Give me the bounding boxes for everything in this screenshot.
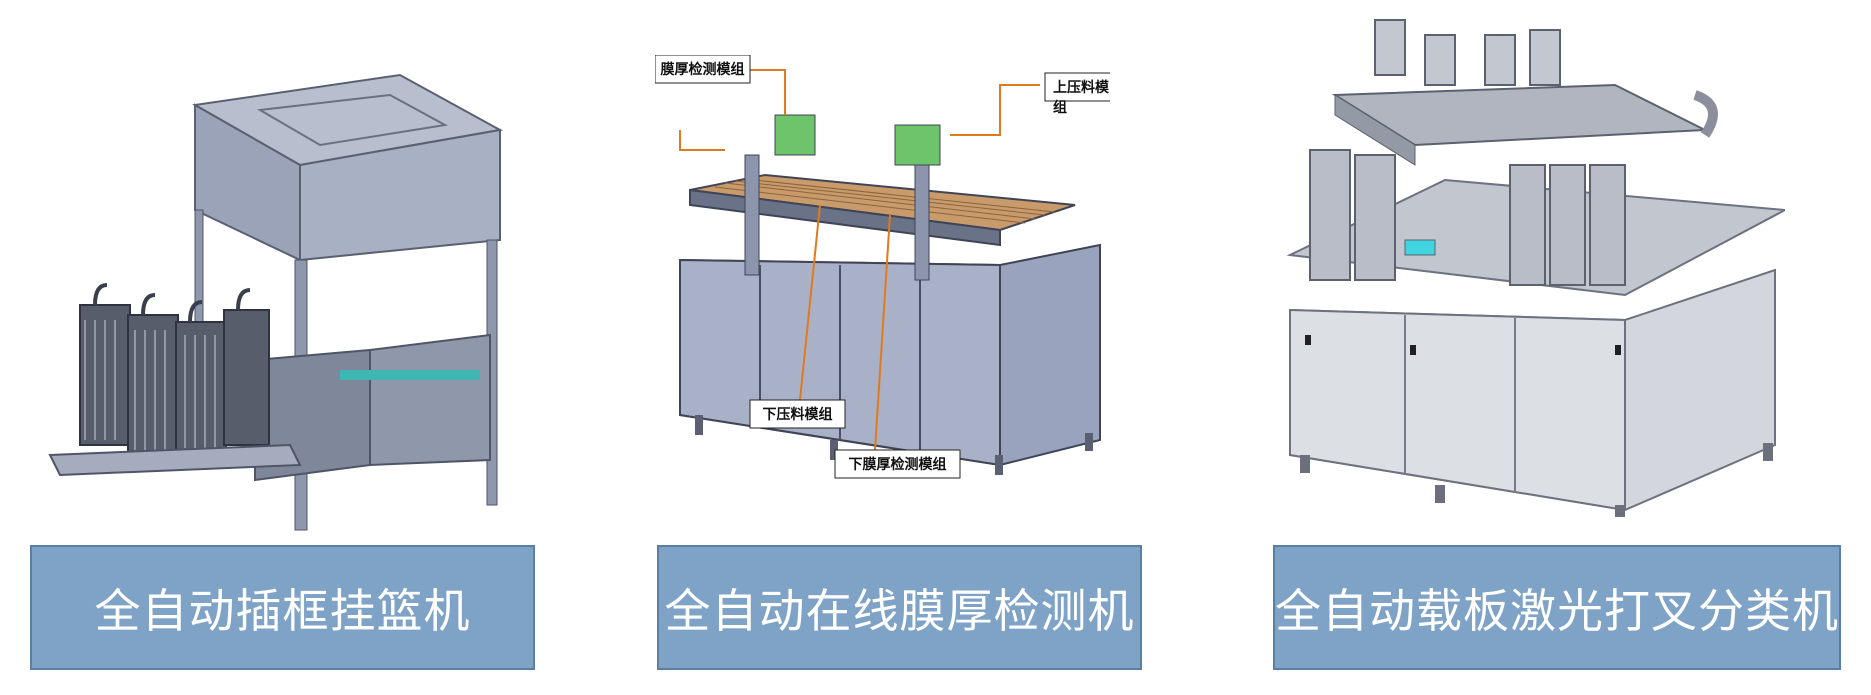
- machine-3-illustration: [1285, 15, 1789, 520]
- callout-upper-press: 上压料模组: [1053, 80, 1109, 116]
- caption-basket-loading-machine: 全自动插框挂篮机: [30, 545, 535, 670]
- caption-film-thickness-tester: 全自动在线膜厚检测机: [657, 545, 1142, 670]
- callout-upper-film-thickness: 膜厚检测模组: [660, 62, 745, 78]
- callout-lower-press: 下压料模组: [762, 407, 833, 423]
- machine-1-illustration: [40, 60, 510, 535]
- machine-2-illustration: 膜厚检测模组 上压料模组 下压料模组 下膜厚检测模组: [654, 54, 1156, 515]
- caption-laser-sorting-machine: 全自动载板激光打叉分类机: [1273, 545, 1841, 670]
- callout-lower-film-thickness: 下膜厚检测模组: [848, 457, 947, 473]
